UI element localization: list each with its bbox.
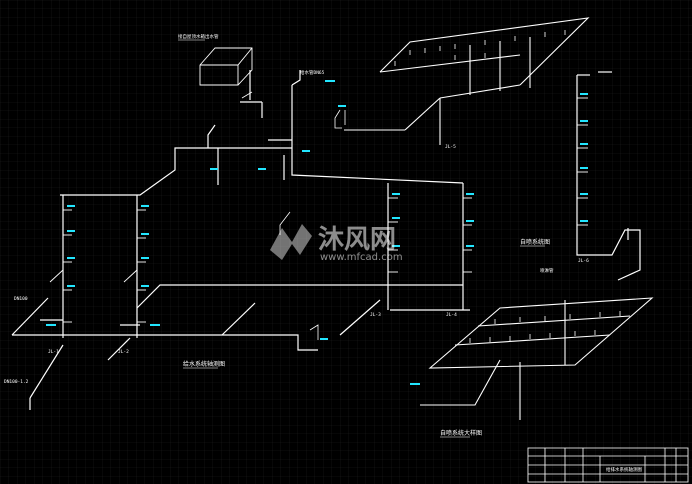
main-system-title: 给水系统轴测图: [183, 360, 225, 368]
bottom-right-system: [420, 297, 654, 420]
right-riser-branches: [577, 97, 588, 226]
top-branch-system: [344, 17, 590, 145]
riser-tag-jl4: JL-4: [446, 312, 457, 318]
left-note: DN100-1.2: [4, 379, 29, 385]
left-riser-branches: [49, 197, 472, 323]
tank-note: 接自屋顶水箱出水管: [178, 33, 219, 40]
riser-tag-jl2: JL-2: [118, 349, 129, 355]
riser-tag-jl1: JL-1: [48, 349, 59, 355]
title-block-name: 给排水系统轴测图: [606, 466, 642, 473]
watermark: 沐风网 www.mfcad.com: [270, 224, 403, 263]
riser-tag-jl5: JL-5: [445, 144, 456, 150]
watermark-url: www.mfcad.com: [320, 252, 403, 263]
watermark-brand: 沐风网: [318, 225, 396, 255]
top-branch-ticks: [394, 30, 566, 66]
roof-tank: [199, 47, 253, 86]
pipe-note: 给水管DN65: [300, 69, 325, 76]
fixtures: [241, 91, 346, 340]
main-system-pipes: [11, 70, 470, 410]
bottom-right-ticks: [469, 311, 621, 343]
bottom-right-title: 自喷系统大样图: [440, 429, 482, 437]
right-riser: [576, 71, 641, 281]
riser-tag-jl3: JL-3: [370, 312, 381, 318]
cyan-annotations: [46, 80, 588, 385]
left-pipe-label: DN100: [14, 296, 28, 302]
title-block: [527, 447, 689, 483]
right-riser-title: 自喷系统图: [520, 238, 550, 246]
right-pipe-label: 喷淋管: [540, 267, 554, 274]
riser-tag-jl6: JL-6: [578, 258, 589, 264]
